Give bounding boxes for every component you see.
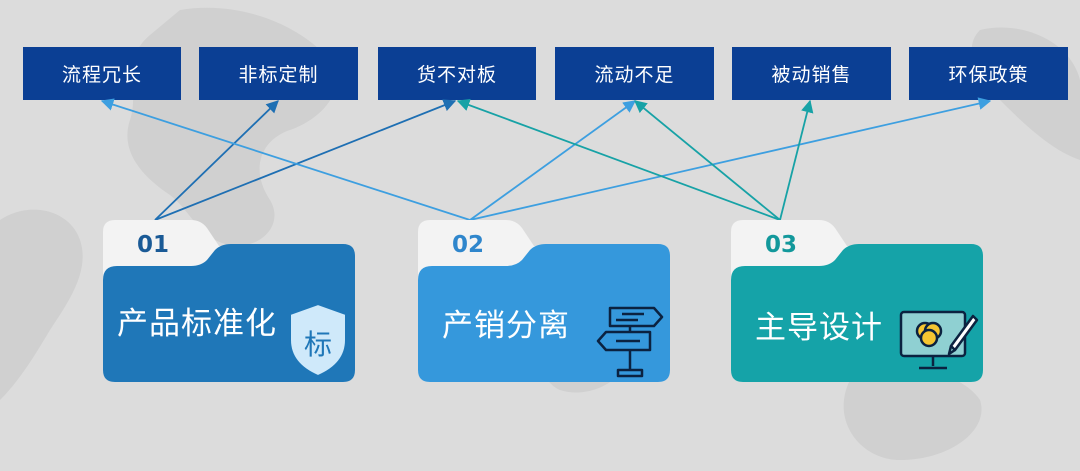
folder-shape [418,220,670,382]
connector-03-to-3 [456,99,781,221]
connector-02-to-1 [100,98,471,221]
problem-label: 流程冗长 [61,64,142,86]
problem-box-3: 货不对板 [378,47,536,100]
problem-box-1: 流程冗长 [23,47,181,100]
solution-number: 03 [765,232,798,258]
connector-02-to-4 [469,100,637,221]
solution-folder-2: 02 产销分离 [418,220,670,382]
solution-title: 主导设计 [755,310,883,346]
shield-icon-text: 标 [304,328,332,361]
problem-label: 货不对板 [416,64,497,86]
problem-box-5: 被动销售 [732,47,891,100]
problem-box-2: 非标定制 [199,47,358,100]
shield-icon: 标 [289,302,347,378]
connector-03-to-4 [634,100,781,221]
problem-box-4: 流动不足 [555,47,714,100]
problem-label: 流动不足 [594,64,675,86]
problem-label: 环保政策 [948,64,1029,86]
connector-01-to-2 [154,100,279,221]
connector-03-to-5 [779,99,814,221]
solution-folder-1: 01 产品标准化 标 [103,220,355,382]
solution-title: 产品标准化 [117,306,277,342]
solution-number: 01 [137,232,170,258]
solution-number: 02 [452,232,485,258]
connector-01-to-3 [154,99,457,221]
signpost-icon [596,306,664,378]
design-monitor-icon [899,310,979,370]
problem-box-6: 环保政策 [909,47,1068,100]
connector-02-to-6 [469,97,992,221]
problem-label: 被动销售 [771,64,852,86]
solution-folder-3: 03 主导设计 [731,220,983,382]
problem-label: 非标定制 [238,64,319,86]
solution-title: 产销分离 [442,308,570,344]
